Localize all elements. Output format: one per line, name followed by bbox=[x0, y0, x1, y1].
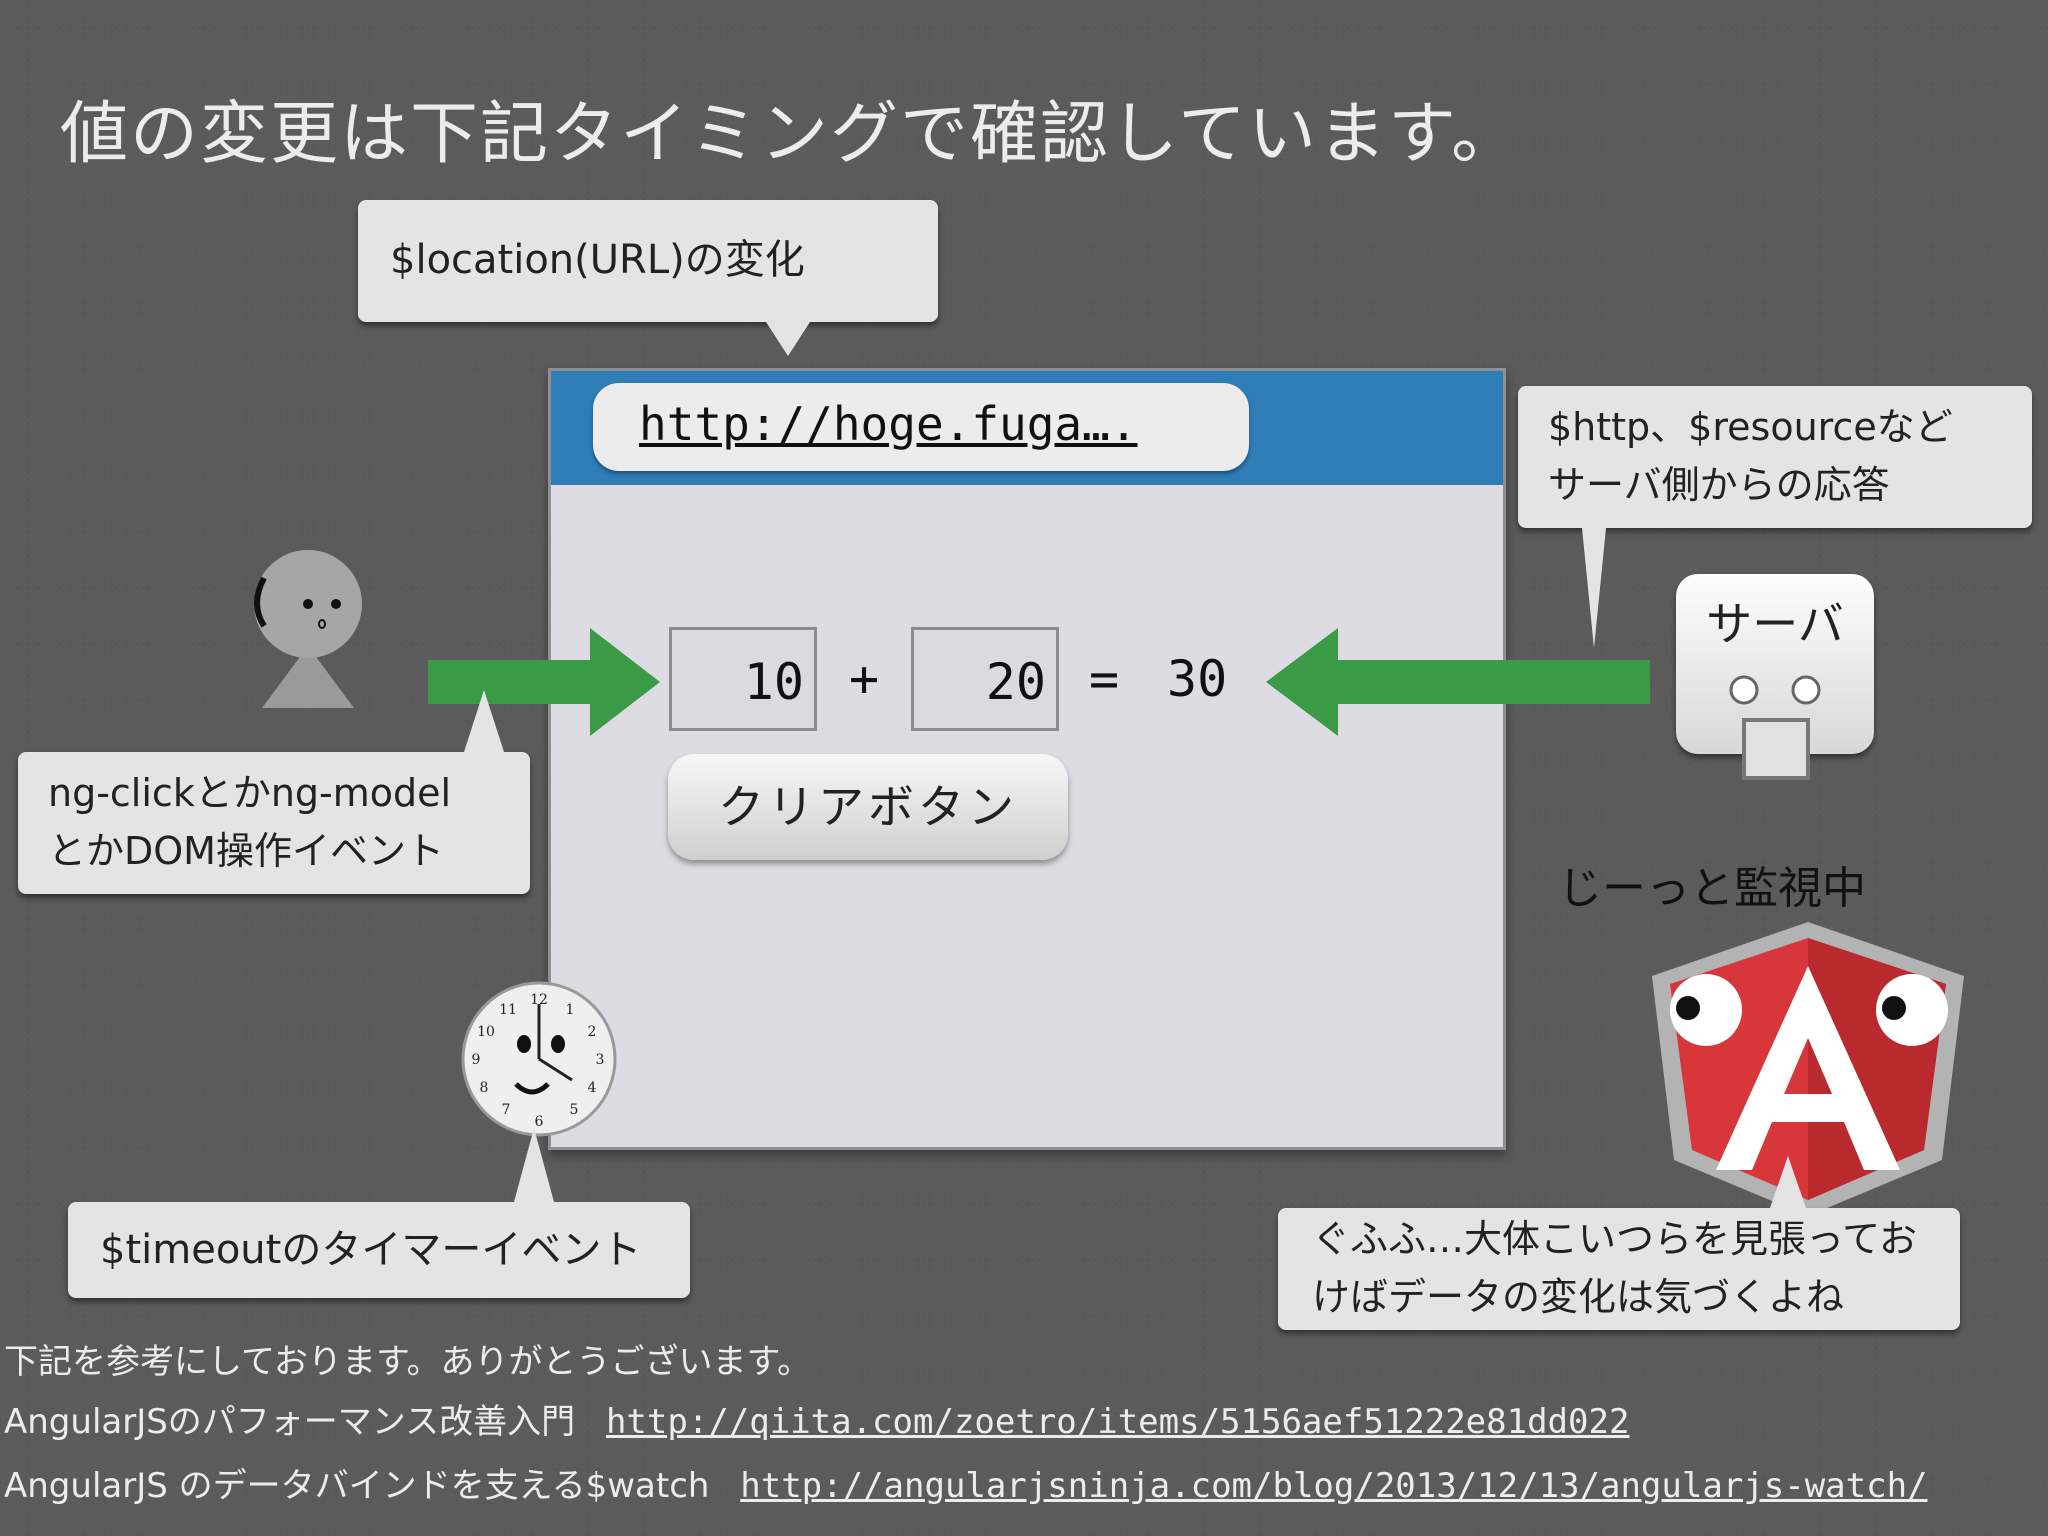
reference-1-title: AngularJSのパフォーマンス改善入門 bbox=[4, 1402, 576, 1442]
server-label: サーバ bbox=[1706, 597, 1844, 651]
http-callout-tail bbox=[1582, 528, 1606, 648]
reference-2-title: AngularJS のデータバインドを支える$watch bbox=[4, 1466, 710, 1506]
reference-1: AngularJSのパフォーマンス改善入門 http://qiita.com/z… bbox=[4, 1394, 1629, 1443]
svg-text:11: 11 bbox=[499, 1002, 517, 1018]
server-icon: サーバ bbox=[1676, 574, 1874, 780]
result-value: 30 bbox=[1167, 650, 1228, 708]
input-value-b[interactable]: 20 bbox=[911, 627, 1059, 731]
http-callout-line1: $http、$resourceなど bbox=[1548, 405, 1953, 449]
svg-text:8: 8 bbox=[480, 1080, 489, 1096]
dom-event-callout: ng-clickとかng-model とかDOM操作イベント bbox=[18, 690, 530, 894]
input-value-a[interactable]: 10 bbox=[669, 627, 817, 731]
svg-text:6: 6 bbox=[535, 1114, 544, 1130]
reference-1-link[interactable]: http://qiita.com/zoetro/items/5156aef512… bbox=[605, 1402, 1630, 1442]
server-face bbox=[1729, 675, 1821, 780]
url-field[interactable]: http://hoge.fuga…. bbox=[593, 383, 1249, 471]
references-intro: 下記を参考にしております。ありがとうございます。 bbox=[4, 1342, 812, 1382]
equals-sign: = bbox=[1089, 650, 1120, 708]
browser-window: http://hoge.fuga…. 10 + 20 = 30 クリアボタン bbox=[548, 368, 1506, 1150]
svg-text:5: 5 bbox=[570, 1102, 579, 1118]
svg-text:1: 1 bbox=[566, 1002, 575, 1018]
reference-2: AngularJS のデータバインドを支える$watch http://angu… bbox=[4, 1458, 1928, 1507]
reference-2-link[interactable]: http://angularjsninja.com/blog/2013/12/1… bbox=[740, 1466, 1928, 1506]
browser-address-bar: http://hoge.fuga…. bbox=[551, 371, 1503, 485]
arrow-right-icon bbox=[428, 628, 660, 736]
timeout-callout-text: $timeoutのタイマーイベント bbox=[100, 1227, 642, 1273]
svg-text:2: 2 bbox=[588, 1024, 597, 1040]
dom-callout-tail bbox=[464, 690, 504, 752]
timeout-callout: $timeoutのタイマーイベント bbox=[68, 1128, 690, 1298]
angular-callout-tail bbox=[1770, 1156, 1806, 1208]
location-callout: $location(URL)の変化 bbox=[358, 200, 938, 356]
dom-callout-line2: とかDOM操作イベント bbox=[48, 829, 444, 873]
person-icon bbox=[254, 550, 362, 708]
watching-label: じーっと監視中 bbox=[1558, 863, 1866, 914]
svg-text:3: 3 bbox=[596, 1052, 605, 1068]
slide-title: 値の変更は下記タイミングで確認しています。 bbox=[60, 95, 1522, 174]
location-callout-tail bbox=[766, 322, 810, 356]
svg-text:10: 10 bbox=[477, 1024, 495, 1040]
angular-callout-line2: けばデータの変化は気づくよね bbox=[1312, 1275, 1845, 1319]
clock-icon: 12 1 2 3 4 5 6 7 8 9 10 11 bbox=[461, 981, 617, 1137]
svg-text:4: 4 bbox=[588, 1080, 597, 1096]
clear-button[interactable]: クリアボタン bbox=[668, 754, 1068, 860]
angular-speech-callout: ぐふふ…大体こいつらを見張ってお けばデータの変化は気づくよね bbox=[1278, 1156, 1960, 1330]
url-text: http://hoge.fuga…. bbox=[639, 397, 1138, 451]
arrow-left-icon bbox=[1266, 628, 1650, 736]
dom-callout-line1: ng-clickとかng-model bbox=[48, 771, 452, 815]
svg-text:7: 7 bbox=[502, 1102, 511, 1118]
angular-callout-line1: ぐふふ…大体こいつらを見張ってお bbox=[1312, 1217, 1917, 1261]
http-callout: $http、$resourceなど サーバ側からの応答 bbox=[1518, 386, 2032, 648]
location-callout-text: $location(URL)の変化 bbox=[390, 237, 805, 283]
timeout-callout-tail bbox=[514, 1128, 554, 1202]
svg-text:9: 9 bbox=[472, 1052, 481, 1068]
svg-text:12: 12 bbox=[530, 992, 548, 1008]
angular-logo bbox=[1652, 922, 1964, 1216]
http-callout-line2: サーバ側からの応答 bbox=[1548, 463, 1890, 507]
plus-sign: + bbox=[849, 650, 880, 708]
